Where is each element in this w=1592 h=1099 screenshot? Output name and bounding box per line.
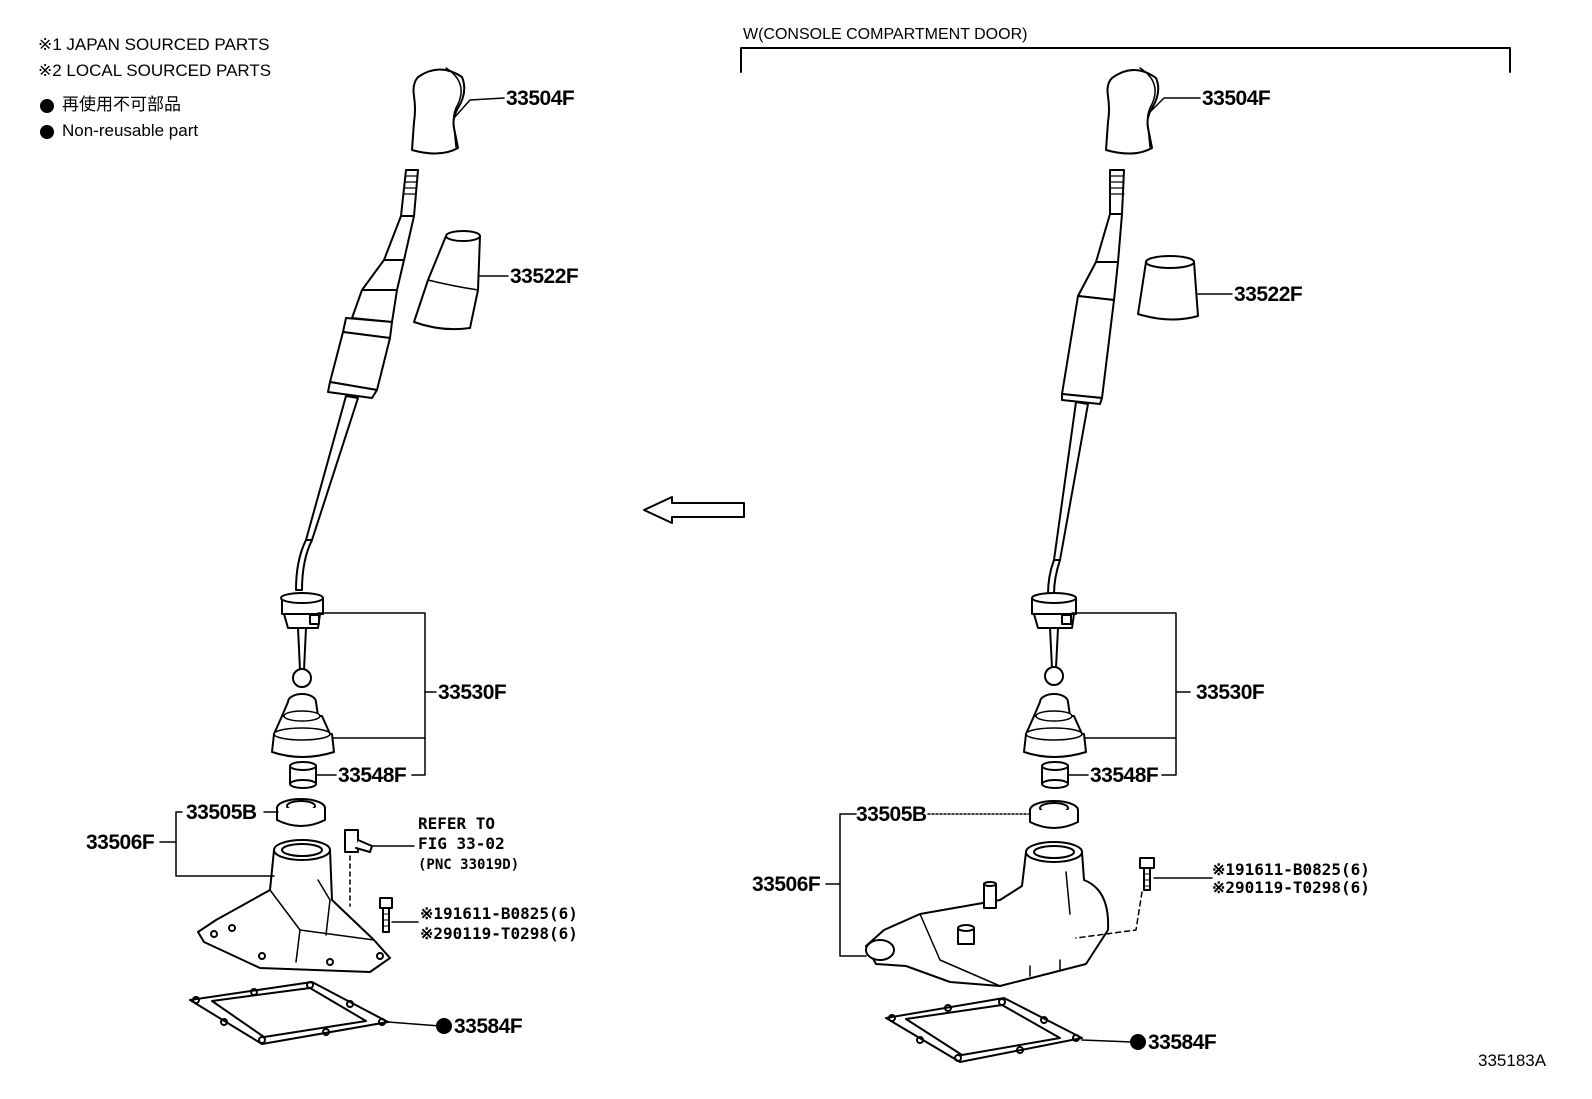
left-knob xyxy=(411,67,505,155)
left-seat xyxy=(276,798,326,827)
left-retainer-label: 33506F xyxy=(86,831,155,854)
right-seat-label: 33505B xyxy=(856,803,927,826)
legend-note-local: ※2 LOCAL SOURCED PARTS xyxy=(38,61,272,80)
left-bolt-part-1: ※191611-B0825(6) xyxy=(420,904,578,923)
left-refer-line1: REFER TO xyxy=(418,814,496,833)
right-gasket-label: 33584F xyxy=(1130,1031,1217,1054)
left-shift-lever xyxy=(280,169,419,688)
right-bellows xyxy=(1023,693,1087,758)
left-lever-label: 33530F xyxy=(438,681,507,704)
left-knob-label: 33504F xyxy=(506,87,575,110)
left-bushing-label: 33548F xyxy=(338,764,407,787)
left-gasket xyxy=(189,981,441,1045)
right-seat xyxy=(1029,800,1079,829)
left-bolt xyxy=(379,897,419,933)
right-retainer-label: 33506F xyxy=(752,873,821,896)
legend-nonreusable-en-text: Non-reusable part xyxy=(62,121,199,140)
filled-circle-icon xyxy=(1130,1034,1146,1050)
filled-circle-icon xyxy=(40,98,54,113)
legend-nonreusable-en: Non-reusable part xyxy=(40,122,198,139)
right-bolt xyxy=(1075,857,1213,939)
right-boot xyxy=(1137,255,1233,321)
left-bellows xyxy=(271,693,335,758)
right-boot-label: 33522F xyxy=(1234,283,1303,306)
left-gasket-number: 33584F xyxy=(454,1015,523,1038)
left-boot-label: 33522F xyxy=(510,265,579,288)
left-refer-line2: FIG 33-02 xyxy=(418,834,505,853)
legend-note-japan: ※1 JAPAN SOURCED PARTS xyxy=(38,35,270,54)
right-bolt-part-1: ※191611-B0825(6) xyxy=(1212,860,1370,879)
right-bushing xyxy=(1041,761,1089,789)
left-refer-line3: (PNC 33019D) xyxy=(418,857,520,873)
right-knob-label: 33504F xyxy=(1202,87,1271,110)
left-boot xyxy=(413,230,509,331)
left-sensor xyxy=(344,829,415,907)
right-gasket xyxy=(885,997,1133,1063)
right-gasket-number: 33584F xyxy=(1148,1031,1217,1054)
left-retainer xyxy=(197,839,391,973)
right-lever-label: 33530F xyxy=(1196,681,1265,704)
filled-circle-icon xyxy=(436,1018,452,1034)
left-bolt-part-2: ※290119-T0298(6) xyxy=(420,924,578,943)
legend-nonreusable-jp: 再使用不可部品 xyxy=(40,96,181,113)
filled-circle-icon xyxy=(40,124,54,139)
right-bushing-label: 33548F xyxy=(1090,764,1159,787)
left-gasket-label: 33584F xyxy=(436,1015,523,1038)
figure-id: 335183A xyxy=(1478,1051,1547,1070)
left-assembly xyxy=(159,67,509,1045)
right-knob xyxy=(1105,67,1201,155)
left-arrow-icon xyxy=(643,496,745,524)
group-title: W(CONSOLE COMPARTMENT DOOR) xyxy=(743,26,1028,43)
left-bushing xyxy=(289,761,337,789)
right-retainer xyxy=(865,841,1110,987)
right-shift-lever xyxy=(1031,169,1125,686)
right-bolt-part-2: ※290119-T0298(6) xyxy=(1212,878,1370,897)
left-seat-label: 33505B xyxy=(186,801,257,824)
right-assembly xyxy=(740,47,1511,1063)
legend-nonreusable-jp-text: 再使用不可部品 xyxy=(62,95,181,114)
